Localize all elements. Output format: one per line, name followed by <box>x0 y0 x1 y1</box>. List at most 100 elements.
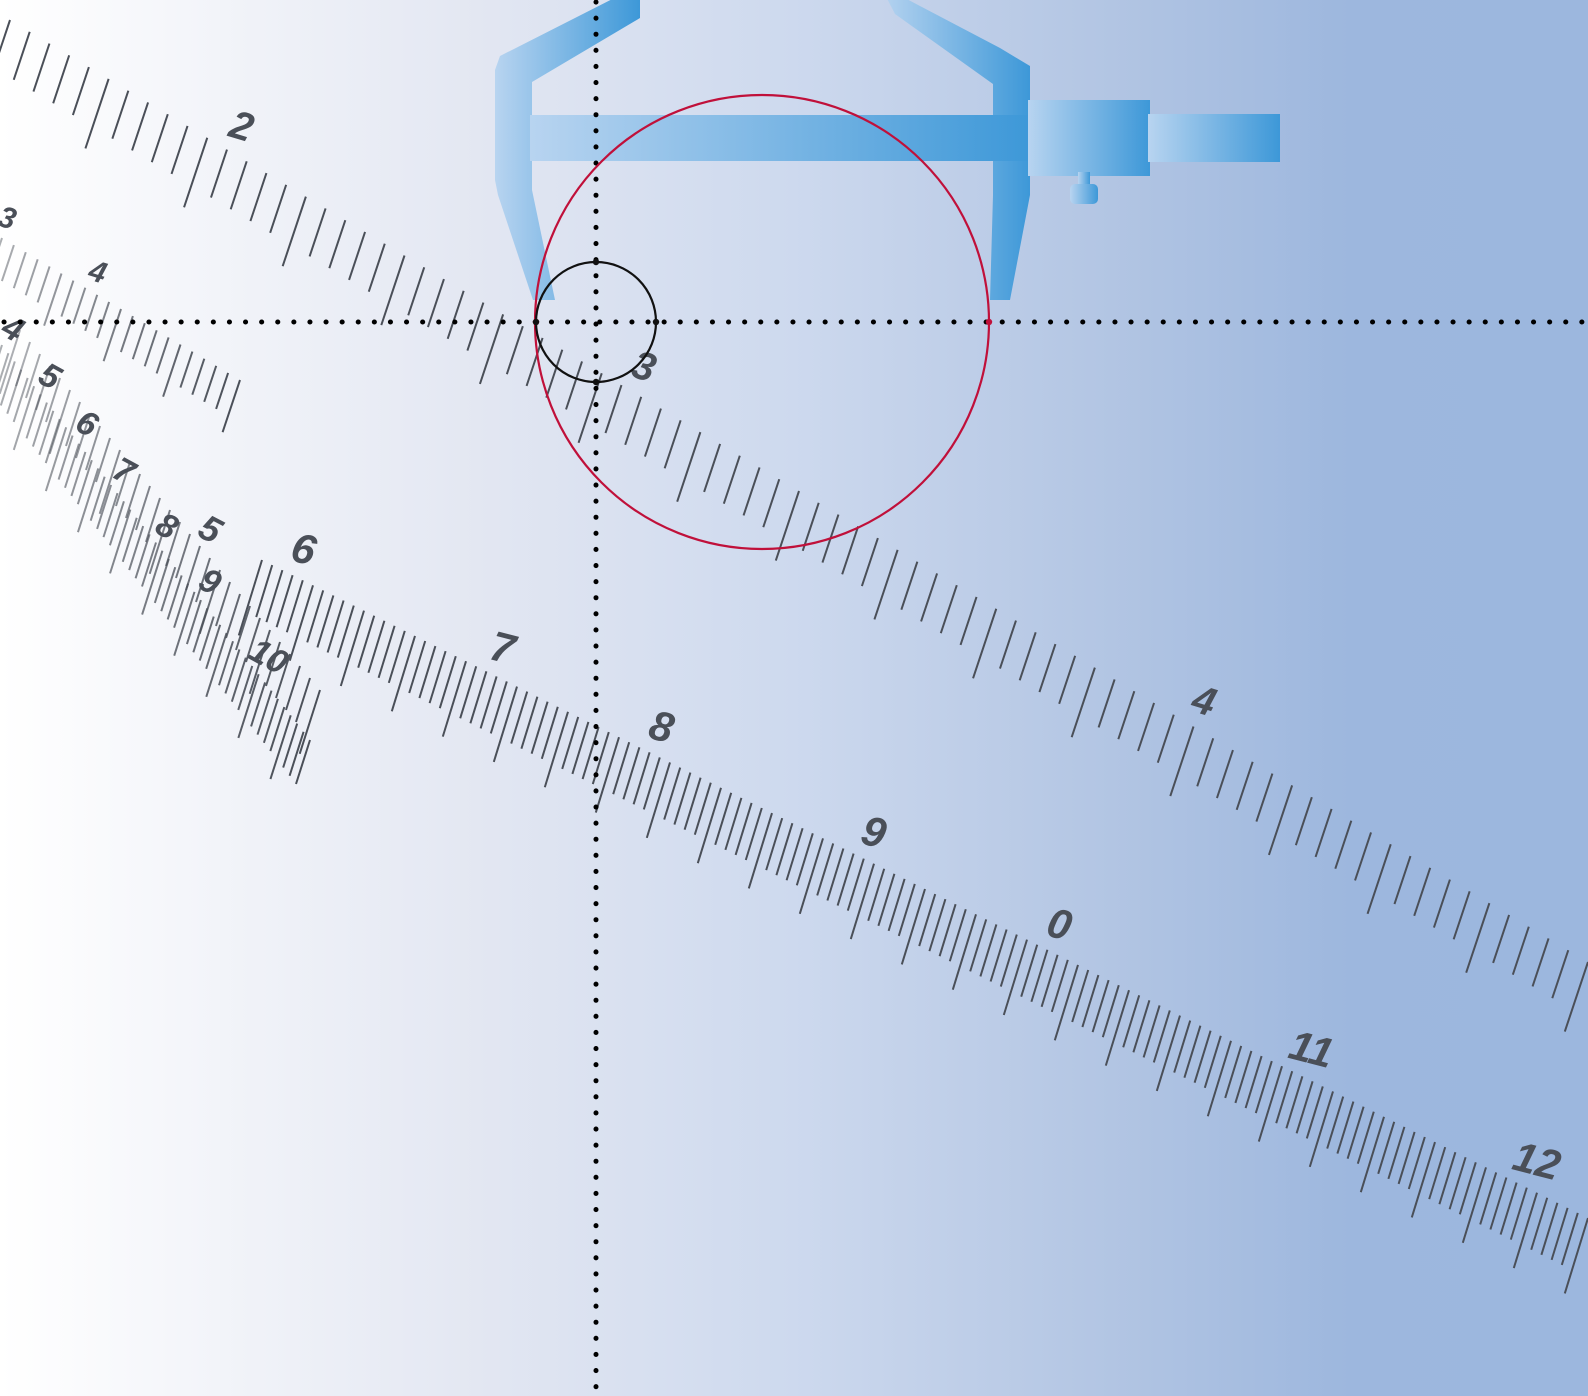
scale-tick <box>316 595 335 648</box>
scale-number: 3 <box>0 200 20 237</box>
scale-tick <box>32 43 51 92</box>
scale-tick <box>98 449 121 515</box>
scale-tick <box>1354 832 1372 881</box>
scale-tick <box>282 723 299 768</box>
scale-tick <box>71 66 90 116</box>
scale-tick <box>724 797 743 851</box>
scale-tick <box>225 593 241 639</box>
scale-tick <box>877 873 896 927</box>
scale-tick <box>237 665 254 711</box>
scale-tick <box>198 616 215 661</box>
scale-tick <box>1563 961 1588 1032</box>
scale-tick <box>12 385 36 451</box>
scale-tick <box>135 485 151 531</box>
scale-tick <box>999 620 1017 669</box>
scale-tick <box>1097 679 1116 728</box>
scale-tick <box>1038 643 1057 693</box>
scale-tick <box>1377 1121 1396 1175</box>
scale-tick <box>492 686 518 763</box>
scale-tick <box>469 671 488 724</box>
scale-tick <box>1206 1040 1232 1117</box>
scale-tick <box>165 521 181 567</box>
scale-tick <box>285 579 304 633</box>
scale-tick <box>1040 954 1059 1008</box>
scale-tick <box>948 908 967 962</box>
scale-tick <box>1053 964 1079 1041</box>
scale-tick <box>12 377 29 423</box>
scale-tick <box>1305 1086 1324 1139</box>
intersection-dot <box>592 378 600 386</box>
scale-tick <box>141 550 164 615</box>
scale-tick <box>38 410 55 456</box>
scale-tick <box>612 741 631 795</box>
scale-tick <box>84 78 110 149</box>
scale-tick <box>44 426 68 492</box>
scale-tick <box>52 55 71 104</box>
scale-tick <box>826 848 845 901</box>
scale-tick <box>1234 1050 1253 1104</box>
scale-tick <box>348 231 366 281</box>
scale-tick <box>897 883 916 937</box>
scale-tick <box>215 581 231 627</box>
scale-tick <box>31 402 48 447</box>
scale-tick <box>645 762 671 839</box>
scale-tick <box>928 898 947 952</box>
scale-tick <box>1336 1101 1355 1154</box>
scale-tick <box>918 893 937 947</box>
scale-tick <box>1058 655 1077 705</box>
scale-tick <box>581 726 600 780</box>
scale-tick <box>1295 1081 1314 1134</box>
scale-tick <box>326 600 345 653</box>
scale-tick <box>75 413 91 459</box>
scale-tick <box>1511 926 1530 975</box>
scale-tick <box>281 196 307 267</box>
scale-number: 9 <box>857 806 892 858</box>
scale-tick <box>339 610 365 687</box>
scale-tick <box>1531 938 1550 987</box>
scale-number: 6 <box>287 523 322 575</box>
scale-tick <box>867 868 886 922</box>
scale-tick <box>1018 631 1037 681</box>
scale-tick <box>1091 979 1110 1033</box>
scale-tick <box>1196 737 1215 787</box>
scale-tick <box>256 690 273 735</box>
scale-tick <box>696 787 722 864</box>
scale-tick <box>308 208 327 257</box>
scale-tick <box>387 630 406 684</box>
scale-tick <box>459 665 478 719</box>
scale-tick <box>24 258 39 296</box>
scale-tick <box>248 629 271 695</box>
scale-tick <box>43 273 63 327</box>
scale-tick <box>6 369 23 414</box>
scale-tick <box>418 645 437 699</box>
scale-tick <box>407 266 426 316</box>
scale-tick <box>115 461 131 507</box>
scale-tick <box>673 772 692 825</box>
scale-tick <box>1050 959 1069 1013</box>
scale-tick <box>295 739 311 785</box>
scale-tick <box>85 425 101 471</box>
scale-tick <box>224 649 241 694</box>
scale-tick <box>235 605 251 651</box>
scale-tick <box>288 731 305 777</box>
scale-tick <box>520 696 539 749</box>
scale-tick <box>1334 820 1353 870</box>
scale-tick <box>1492 914 1511 964</box>
scale-tick <box>1458 1162 1477 1215</box>
scale-tick <box>185 545 201 591</box>
scale-tick <box>900 561 919 610</box>
scale-tick <box>939 584 958 634</box>
scale-tick <box>540 706 559 760</box>
scale-tick <box>0 244 15 282</box>
scale-tick <box>179 351 194 388</box>
scale-tick <box>1255 773 1274 822</box>
scale-tick <box>191 358 206 396</box>
scale-tick <box>747 812 773 889</box>
scale-tick <box>1393 855 1412 905</box>
scale-tick <box>162 344 182 398</box>
scale-tick <box>203 365 218 403</box>
scale-number: 9 <box>193 561 228 603</box>
scale-tick <box>577 372 603 444</box>
scale-tick <box>237 673 260 739</box>
